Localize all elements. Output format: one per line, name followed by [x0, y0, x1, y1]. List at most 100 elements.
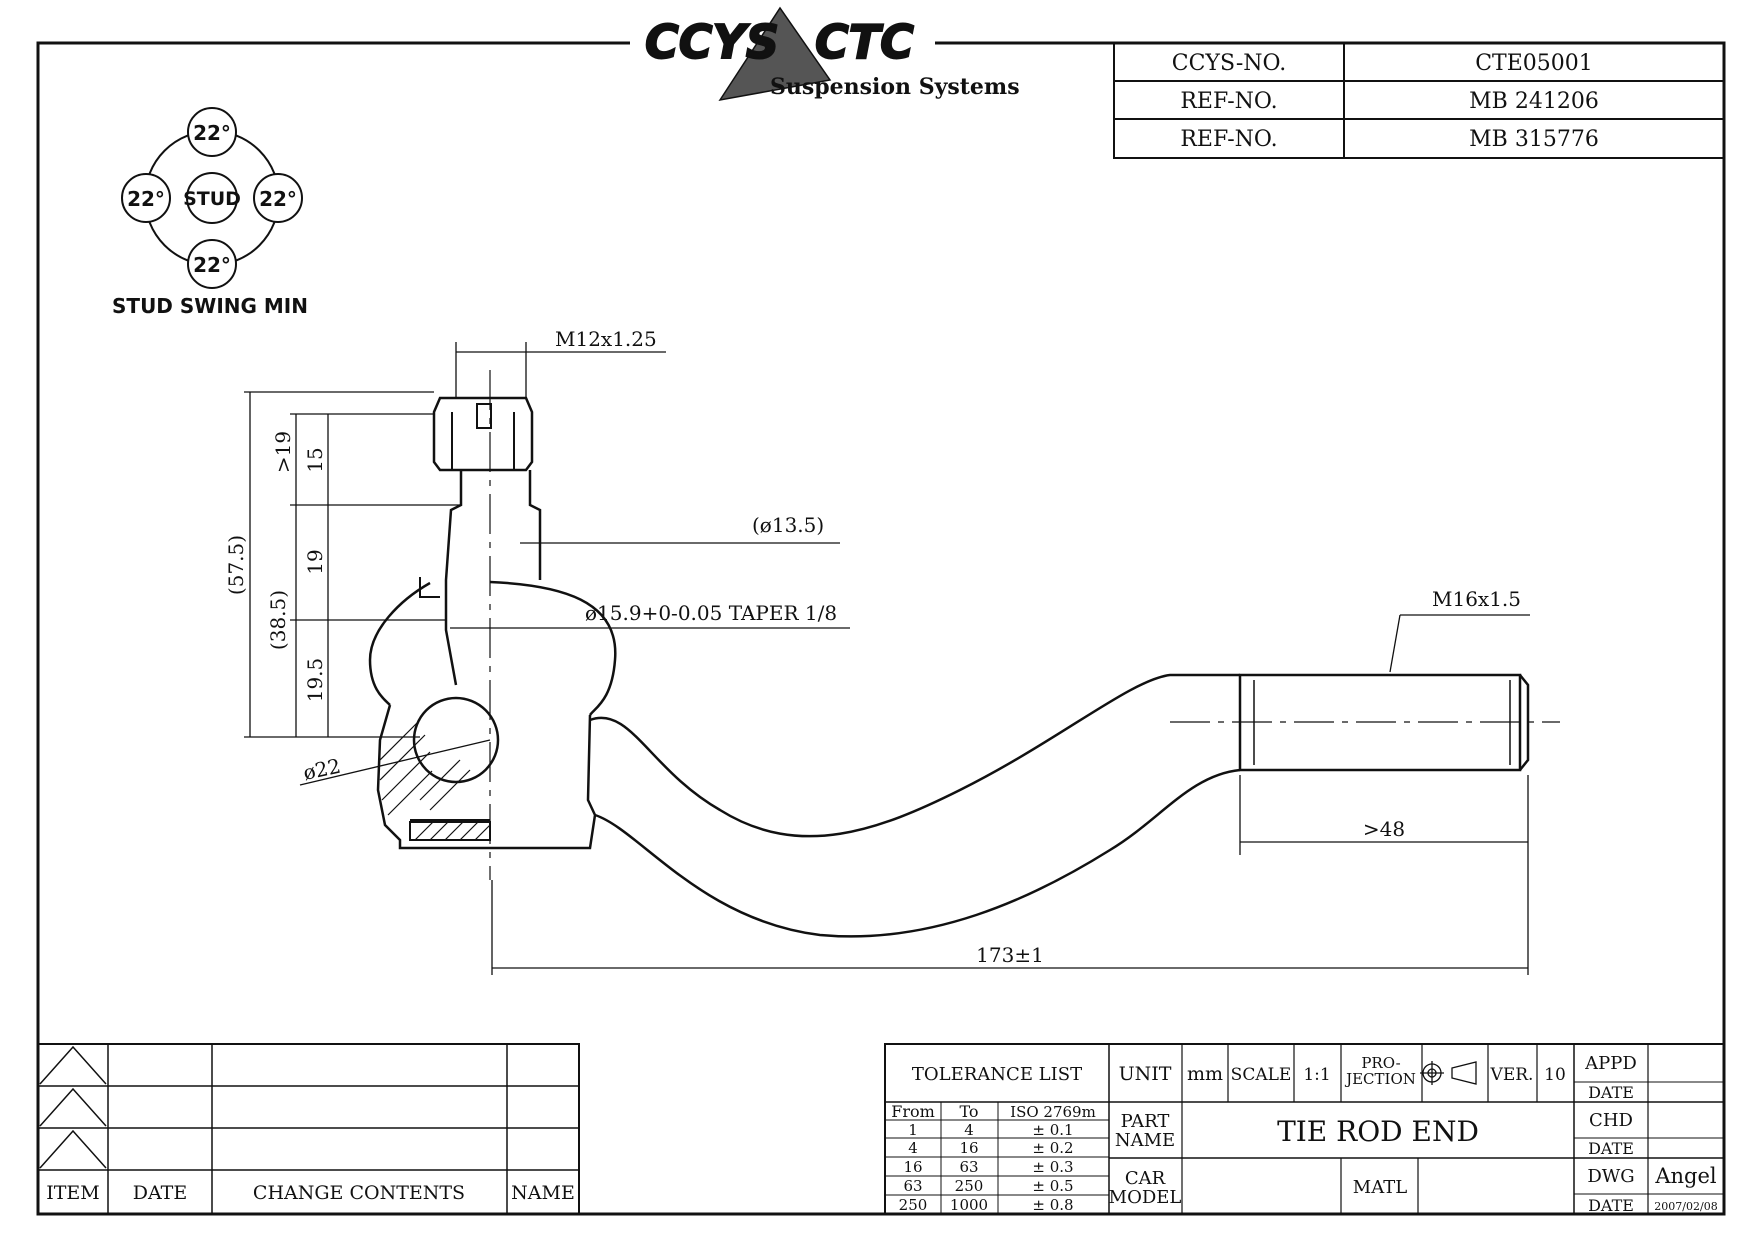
logo-text-right: CTC: [815, 15, 914, 69]
swing-angle-left: 22°: [127, 187, 165, 211]
stud-swing-diagram: STUD 22° 22° 22° 22° STUD SWING MIN: [112, 107, 308, 318]
header-label: REF-NO.: [1180, 89, 1277, 114]
castle-nut: [432, 396, 534, 472]
date-label: DATE: [1588, 1139, 1634, 1158]
tol-cell: ± 0.5: [1032, 1177, 1073, 1195]
dust-boot: [368, 581, 431, 706]
unit-label: UNIT: [1119, 1063, 1172, 1085]
scale-value: 1:1: [1303, 1065, 1330, 1085]
tol-cell: 250: [955, 1177, 984, 1195]
tol-cell: 4: [908, 1139, 918, 1157]
swing-bottom-circle: [187, 239, 237, 289]
swing-angle-bottom: 22°: [193, 253, 231, 277]
dim-height-19-min: >19: [271, 431, 295, 473]
tolerance-title: TOLERANCE LIST: [912, 1064, 1082, 1085]
date-label: DATE: [1588, 1196, 1634, 1215]
scale-label: SCALE: [1231, 1065, 1292, 1085]
swing-top-circle: [187, 107, 237, 157]
approved-label: APPD: [1584, 1053, 1637, 1074]
revision-triangle-icon: [39, 1045, 107, 1085]
ball-stud: [412, 696, 500, 784]
tol-cell: 1000: [950, 1196, 988, 1214]
dimension-lines: [244, 342, 1530, 975]
drawn-by-name: Angel: [1654, 1164, 1717, 1188]
dim-height-19-5: 19.5: [303, 658, 327, 703]
car-model-label: CAR: [1125, 1168, 1166, 1189]
tol-cell: 63: [903, 1177, 922, 1195]
part-number: CTE05001: [1475, 51, 1593, 76]
dust-boot: [489, 580, 617, 716]
cotter-pin: [476, 403, 492, 429]
dim-taper: ø15.9+0-0.05 TAPER 1/8: [585, 601, 837, 625]
part-name: TIE ROD END: [1277, 1115, 1479, 1148]
boot-clip: [419, 577, 440, 598]
tol-cell: ± 0.1: [1032, 1121, 1073, 1139]
tol-header: To: [959, 1102, 978, 1121]
dim-height-19: 19: [303, 549, 327, 574]
arm-bottom-edge: [594, 768, 1241, 938]
tol-cell: 4: [964, 1121, 974, 1139]
revision-block: ITEM DATE CHANGE CONTENTS NAME: [37, 1043, 580, 1215]
dim-length-48: >48: [1363, 817, 1405, 841]
swing-angle-right: 22°: [259, 187, 297, 211]
header-table-border: [1113, 42, 1725, 159]
tol-cell: 250: [899, 1196, 928, 1214]
arm-top-edge: [589, 673, 1240, 838]
header-label: REF-NO.: [1180, 127, 1277, 152]
projection-symbol-icon: [1420, 1061, 1477, 1085]
revision-triangle-icon: [39, 1129, 107, 1169]
stud-swing-caption: STUD SWING MIN: [112, 294, 308, 318]
dim-dia-13-5: (ø13.5): [752, 513, 824, 537]
stud-circle: [186, 172, 238, 224]
title-block: TOLERANCE LIST From To ISO 2769m 1 4 ± 0…: [884, 1043, 1725, 1215]
ref-number: MB 241206: [1469, 89, 1599, 114]
hatching: [379, 719, 491, 841]
socket-housing: [376, 704, 597, 850]
revision-header: NAME: [511, 1182, 575, 1204]
tol-cell: 16: [959, 1139, 978, 1157]
header-table: CCYS-NO. CTE05001 REF-NO. MB 241206 REF-…: [1113, 42, 1725, 159]
tol-cell: 16: [903, 1158, 922, 1176]
tol-cell: ± 0.2: [1032, 1139, 1073, 1157]
swing-left-circle: [121, 173, 171, 223]
unit-value: mm: [1187, 1063, 1223, 1085]
checked-label: CHD: [1589, 1110, 1633, 1131]
header-label: CCYS-NO.: [1172, 51, 1287, 76]
stud-shank: [444, 470, 542, 686]
logo-text-left: CCYS: [645, 15, 779, 69]
revision-border: [37, 1043, 580, 1215]
ver-value: 10: [1544, 1065, 1566, 1085]
drawn-date: 2007/02/08: [1654, 1200, 1717, 1213]
tol-cell: ± 0.8: [1032, 1196, 1073, 1214]
projection-label: PRO-: [1361, 1054, 1400, 1072]
dim-height-15: 15: [303, 447, 327, 472]
tol-header: From: [891, 1102, 935, 1121]
logo-tagline: Suspension Systems: [770, 74, 1020, 100]
part-name-label: PART: [1121, 1111, 1170, 1132]
ref-number: MB 315776: [1469, 127, 1599, 152]
tie-rod-end-drawing: [368, 370, 1560, 938]
car-model-label: MODEL: [1109, 1187, 1182, 1208]
tol-header: ISO 2769m: [1010, 1103, 1096, 1121]
date-label: DATE: [1588, 1083, 1634, 1102]
swing-right-circle: [253, 173, 303, 223]
dim-ball-dia: ø22: [301, 754, 343, 785]
dim-length-173: 173±1: [976, 943, 1044, 967]
title-block-border: [884, 1043, 1725, 1215]
logo-triangle: [718, 6, 832, 102]
ver-label: VER.: [1490, 1065, 1534, 1085]
brand-logo: CCYS CTC Suspension Systems: [644, 6, 1020, 102]
tol-cell: 1: [908, 1121, 918, 1139]
dim-thread-top: M12x1.25: [555, 327, 657, 351]
revision-triangle-icon: [39, 1087, 107, 1127]
tol-cell: 63: [959, 1158, 978, 1176]
dim-height-38-5: (38.5): [266, 590, 290, 650]
revision-header: CHANGE CONTENTS: [253, 1182, 465, 1204]
stud-label: STUD: [183, 188, 241, 210]
dim-thread-end: M16x1.5: [1432, 587, 1521, 611]
revision-header: DATE: [133, 1182, 187, 1204]
part-name-label: NAME: [1115, 1130, 1175, 1151]
revision-header: ITEM: [46, 1182, 100, 1204]
dim-height-57-5: (57.5): [224, 535, 248, 595]
